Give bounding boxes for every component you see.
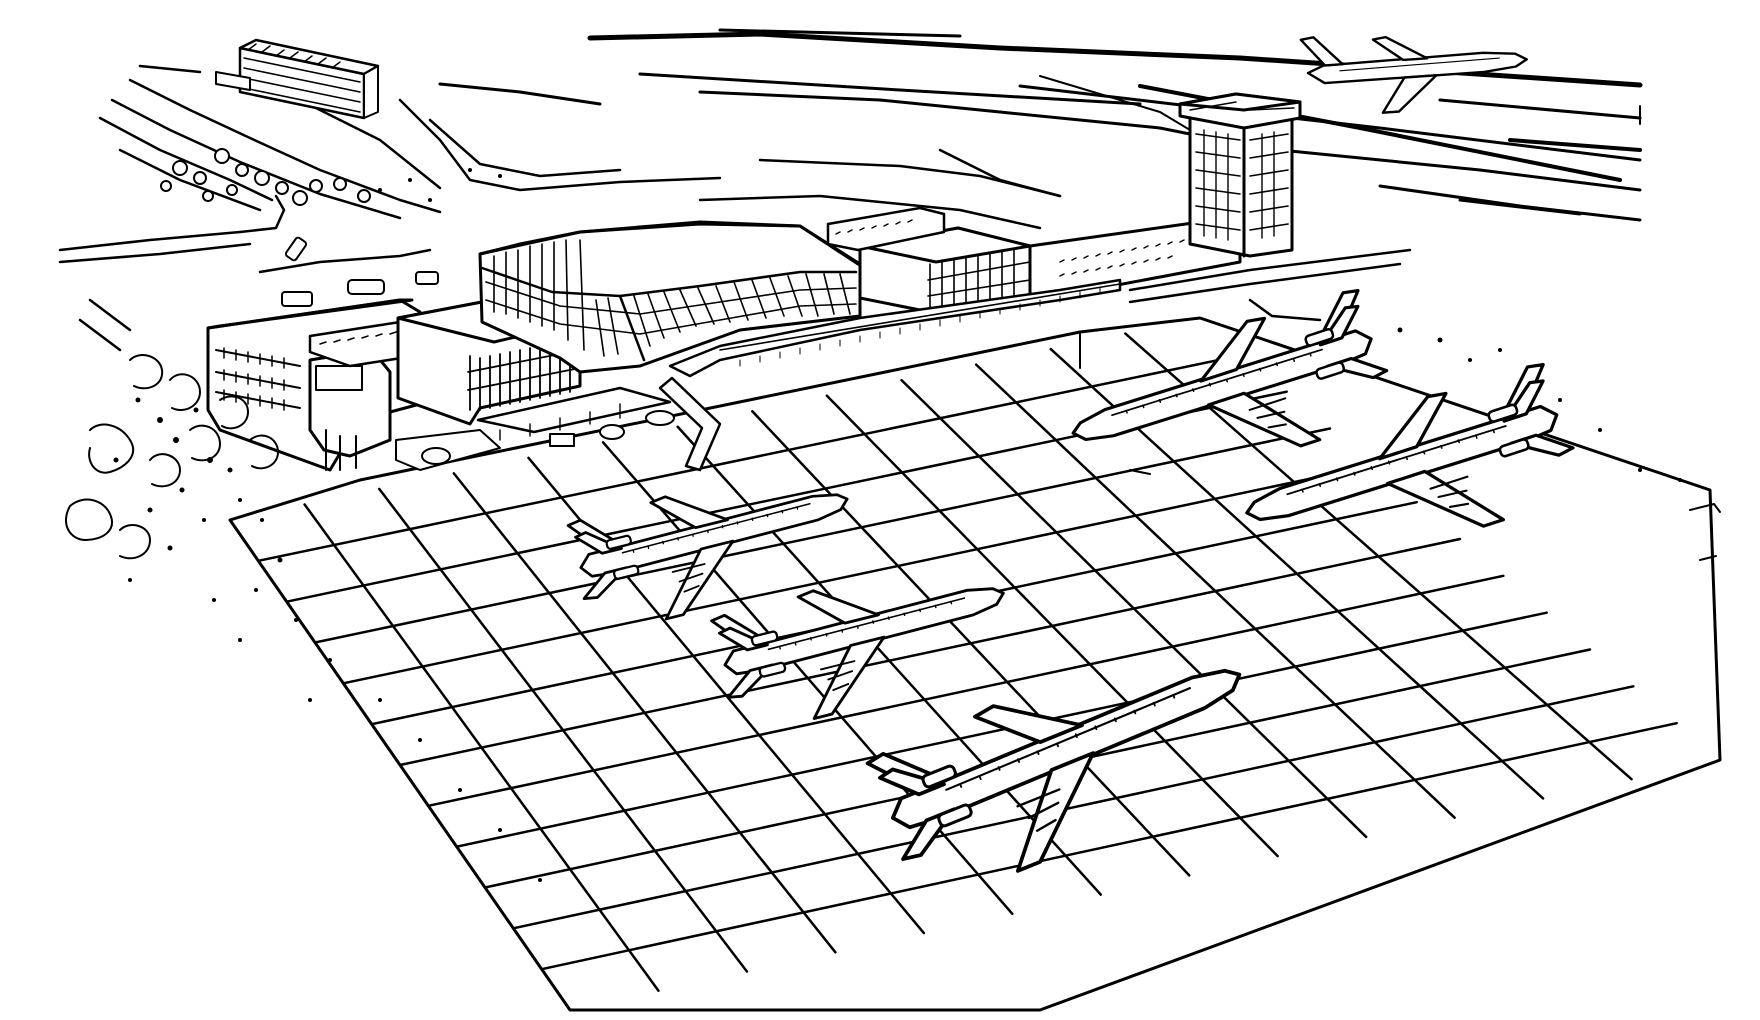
apron-grid-line — [974, 363, 1456, 819]
roadside-trees — [160, 148, 371, 206]
apron-grid-line — [1124, 332, 1633, 781]
vegetation-speckles — [113, 168, 1682, 882]
apron-grid-line — [398, 537, 1462, 767]
apron-grid-line — [313, 427, 1332, 644]
apron-grid-line — [825, 394, 1279, 858]
apron-grid-line — [751, 409, 1191, 877]
apron-grid-line — [257, 353, 1245, 563]
apron-grid-line — [427, 574, 1505, 808]
office-building — [215, 38, 380, 120]
apron-grid-line — [900, 378, 1368, 839]
control-tower — [1178, 92, 1302, 258]
apron-grid-line — [303, 503, 660, 993]
aircraft-in-flight — [1299, 35, 1528, 114]
apron-grid-line — [455, 611, 1548, 848]
aircraft-apron-front — [860, 614, 1279, 911]
road-vehicles — [281, 236, 439, 307]
access-roads — [58, 64, 1062, 352]
apron-grid-line — [377, 487, 749, 973]
apron-markings — [1079, 333, 1721, 561]
apron-grid-line — [342, 464, 1375, 685]
apron-grid-line — [540, 721, 1678, 971]
vegetation-left — [65, 354, 279, 560]
apron-grid-line — [452, 472, 837, 954]
apron-grid-line — [601, 441, 1014, 916]
aircraft-apron-right-lower — [1228, 357, 1590, 597]
apron-grid-line — [512, 685, 1635, 930]
terminal-complex — [206, 206, 1412, 472]
